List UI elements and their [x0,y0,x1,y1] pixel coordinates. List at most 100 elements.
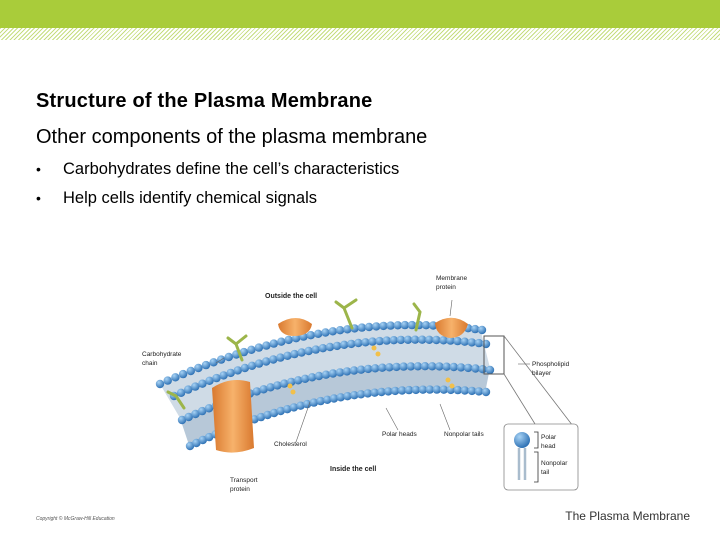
phospholipid-head [269,355,278,364]
phospholipid-head [198,379,207,388]
phospholipid-head [205,376,214,385]
phospholipid-head [420,362,430,371]
phospholipid-head [474,338,484,348]
phospholipid-head [198,406,207,416]
phospholipid-head [328,327,337,336]
phospholipid-head [284,335,293,345]
polar-heads-top [155,320,491,401]
phospholipid-head [303,399,312,409]
phospholipid-head [335,326,345,335]
phospholipid-head [296,401,305,410]
phospholipid-head [464,363,473,373]
phospholipid-head [425,335,434,344]
phospholipid-head [306,331,315,340]
phospholipid-head [403,335,413,344]
phospholipid-head [467,338,476,347]
phospholipid-head [453,336,462,346]
carbohydrate-chains [166,298,422,410]
phospholipid-head [407,320,417,330]
phospholipid-head [283,405,292,414]
phospholipid-head [198,435,207,445]
plasma-membrane-diagram: Outside the cell Membrane protein Carboh… [142,275,579,493]
phospholipid-head [309,398,319,407]
phospholipid-head [474,387,484,396]
phospholipid-head [266,383,275,392]
phospholipid-head [406,362,415,371]
copyright-notice: Copyright © McGraw-Hill Education [36,516,115,522]
phospholipid-head [209,358,218,367]
phospholipid-head [350,391,359,400]
phospholipid-head [314,371,324,381]
phospholipid-head [356,365,366,374]
phospholipid-head [343,392,352,401]
phospholipid-head [375,336,384,346]
phospholipid-head [439,336,448,345]
phospholipid-head [163,376,172,385]
phospholipid-head [456,363,466,372]
phospholipid-head [291,334,301,343]
phospholipid-head [384,387,393,396]
phospholipid-head [323,395,332,404]
phospholipid-head [428,362,437,371]
phospholipid-head [368,337,377,346]
phospholipid-head [336,393,345,402]
phospholipid-head [276,406,285,416]
phospholipid-head [252,387,261,396]
inset-polar-head [514,432,530,448]
bullet-item: • Help cells identify chemical signals [36,189,399,218]
phospholipid-head [273,381,282,390]
phospholipid-head [263,410,272,420]
phospholipid-head [204,404,214,413]
label-carbohydrate-2: chain [142,360,158,367]
phospholipid-head [343,325,352,334]
phospholipid-head [477,325,487,335]
phospholipid-head [425,385,434,394]
phospholipid-head [177,415,187,425]
phospholipid-head [269,408,279,418]
phospholipid-head [439,385,448,394]
phospholipid-head [370,388,379,397]
phospholipid-head [356,390,366,399]
phospholipid-head [171,373,180,382]
phospholipid-head [471,364,480,373]
phospholipid-head [311,345,320,354]
phospholipid-head [191,382,200,391]
phospholipid-head [418,335,427,344]
phospholipid-head [259,385,268,394]
phospholipid-head [393,321,402,330]
phospholipid-head [478,365,487,374]
slide-title: Structure of the Plasma Membrane [36,90,373,112]
membrane-protein-left [278,318,312,336]
phospholipid-head [481,387,491,397]
phospholipid-head [294,376,303,385]
phospholipid-head [372,322,381,331]
phospholipid-head [378,363,387,372]
phospholipid-head [185,441,195,451]
phospholipid-head [290,349,299,359]
phospholipid-head [410,335,420,344]
phospholipid-head [354,338,363,348]
phospholipid-head [247,345,256,354]
phospholipid-head [396,335,406,345]
transport-protein [212,380,254,453]
label-outside-cell: Outside the cell [265,293,317,300]
phospholipid-head [316,396,325,406]
phospholipid-head [300,374,310,383]
phospholipid-head [262,341,271,350]
phospholipid-head [364,322,374,332]
phospholipid-head [418,385,428,394]
phospholipid-head [435,362,444,371]
phospholipid-head [250,415,259,424]
label-transport-1: Transport [230,477,258,484]
phospholipid-head [283,351,292,360]
phospholipid-head [460,386,469,395]
phospholipid-head [304,346,313,356]
bullet-dot: • [36,190,41,206]
phospholipid-head [382,336,391,345]
label-inside-cell: Inside the cell [330,466,376,473]
phospholipid-head [239,347,249,357]
phospholipid-head [386,321,395,330]
phospholipid-head [485,365,495,375]
phospholipid-head [349,366,359,375]
phospholipid-head [342,367,352,376]
